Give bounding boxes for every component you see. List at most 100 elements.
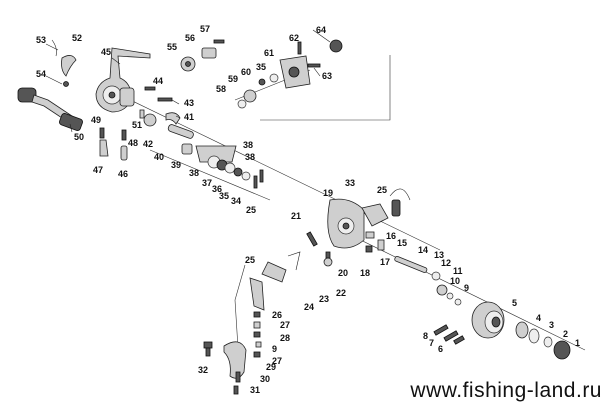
part-label-29: 29 [266, 362, 276, 372]
part-label-6: 6 [438, 344, 443, 354]
part-label-35-top: 35 [256, 62, 266, 72]
part-57 [213, 39, 225, 44]
part-label-59: 59 [228, 74, 238, 84]
part-25-arm [249, 277, 265, 311]
part-label-32: 32 [198, 365, 208, 375]
part-label-54: 54 [36, 69, 46, 79]
handle-shaft [59, 113, 83, 131]
part-13 [431, 271, 441, 281]
part-34 [241, 171, 251, 181]
rotor-housing [327, 188, 411, 253]
part-label-22: 22 [336, 288, 346, 298]
part-52-cap [61, 55, 77, 77]
part-17 [377, 239, 385, 251]
part-label-30: 30 [260, 374, 270, 384]
part-26 [253, 311, 261, 318]
part-label-55: 55 [167, 42, 177, 52]
part-label-17: 17 [380, 257, 390, 267]
handle-assembly [17, 39, 83, 131]
part-63 [307, 63, 321, 68]
part-label-37: 37 [202, 178, 212, 188]
part-60 [258, 78, 266, 86]
gear-stack [195, 145, 264, 189]
part-32 [203, 341, 213, 349]
part-label-31: 31 [250, 385, 260, 395]
part-label-21: 21 [291, 211, 301, 221]
part-24 [261, 261, 287, 283]
part-9 [454, 298, 462, 306]
part-30 [235, 371, 241, 383]
part-label-39: 39 [171, 160, 181, 170]
part-label-13: 13 [434, 250, 444, 260]
part-label-45: 45 [101, 47, 111, 57]
part-label-11: 11 [453, 266, 463, 276]
part-label-26: 26 [272, 310, 282, 320]
part-label-44: 44 [153, 76, 163, 86]
part-label-10: 10 [450, 276, 460, 286]
leader-lines [45, 29, 331, 133]
part-6 [453, 335, 465, 345]
part-label-25-rotor: 25 [377, 185, 387, 195]
part-label-35: 35 [219, 191, 229, 201]
watermark-text: www.fishing-land.ru [410, 379, 602, 402]
spool-assembly [471, 301, 571, 360]
part-29 [223, 341, 247, 379]
part-label-14: 14 [418, 245, 428, 255]
part-label-38b: 38 [245, 152, 255, 162]
assembly-axes [119, 55, 586, 381]
part-label-58: 58 [216, 84, 226, 94]
main-shaft-assembly [394, 255, 462, 306]
part-41 [165, 112, 181, 125]
part-number-labels: 1 2 3 4 5 6 7 8 9 10 11 12 13 14 15 16 1… [36, 24, 580, 395]
part-label-24: 24 [304, 302, 314, 312]
part-label-48: 48 [128, 138, 138, 148]
part-43 [157, 97, 173, 102]
part-label-62: 62 [289, 33, 299, 43]
part-label-25-gear: 25 [246, 205, 256, 215]
part-label-1: 1 [575, 338, 580, 348]
part-62 [297, 41, 302, 55]
part-label-25-bottom: 25 [245, 255, 255, 265]
handle-knob [17, 87, 37, 103]
part-label-33: 33 [345, 178, 355, 188]
part-46 [120, 145, 128, 161]
part-label-41: 41 [184, 112, 194, 122]
bail-spring-stack [203, 311, 262, 395]
part-label-16: 16 [386, 231, 396, 241]
part-label-60: 60 [241, 67, 251, 77]
part-16 [365, 231, 375, 239]
part-label-51: 51 [132, 120, 142, 130]
part-10 [446, 292, 454, 300]
part-33 [361, 203, 389, 227]
part-label-9: 9 [464, 283, 469, 293]
part-8 [433, 324, 449, 336]
bail-arm-parts [249, 231, 333, 311]
part-label-7: 7 [429, 338, 434, 348]
part-label-18: 18 [360, 268, 370, 278]
part-47 [99, 139, 109, 157]
part-label-38c: 38 [189, 168, 199, 178]
part-label-43: 43 [184, 98, 194, 108]
part-64 [329, 39, 343, 53]
part-3 [528, 328, 540, 344]
part-48 [121, 129, 127, 141]
part-label-64: 64 [316, 25, 326, 35]
small-parts-body [99, 86, 194, 161]
body-frame [95, 47, 151, 113]
part-28 [253, 331, 261, 338]
part-label-56: 56 [185, 33, 195, 43]
part-label-40: 40 [154, 152, 164, 162]
part-25-screw [253, 175, 258, 189]
part-label-23: 23 [319, 294, 329, 304]
part-18 [365, 245, 373, 253]
part-27 [253, 321, 261, 329]
part-21 [306, 231, 318, 247]
part-44 [144, 86, 156, 91]
part-59 [243, 89, 257, 103]
part-label-9b: 9 [272, 344, 277, 354]
part-31 [233, 385, 239, 395]
part-label-2: 2 [563, 329, 568, 339]
part-38-bracket [195, 145, 237, 163]
